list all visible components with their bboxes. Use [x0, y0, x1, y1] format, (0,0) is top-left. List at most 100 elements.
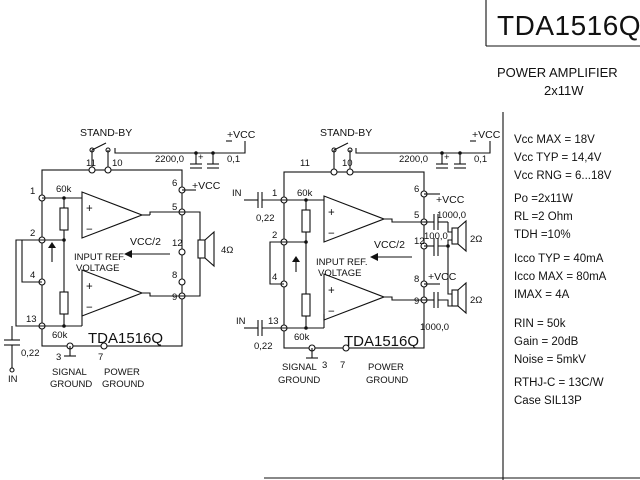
- vref-label-a: VCC/2: [130, 236, 161, 248]
- out-upper-wire-a: [149, 211, 182, 215]
- pin-11-label-a: 11: [86, 158, 96, 169]
- cap-plus-b: +: [444, 152, 450, 163]
- r2-label-b: 60k: [294, 332, 310, 343]
- pin-7-a[interactable]: [100, 342, 108, 350]
- opamp-lower-a: [81, 269, 144, 317]
- input-ref-arrowhead-b: [292, 256, 300, 262]
- spec-vcc-max: Vcc MAX = 18V: [514, 134, 595, 146]
- spec-icco-max: Icco MAX = 80mA: [514, 271, 607, 283]
- out-lower-wire-a: [142, 292, 182, 297]
- pin-2-label-a: 2: [30, 228, 35, 239]
- spec-vcc-typ: Vcc TYP = 14,4V: [514, 152, 602, 164]
- input-ref-line-2-a: VOLTAGE: [76, 263, 119, 274]
- junction-b1: [304, 198, 308, 202]
- junction-b4: [440, 151, 444, 155]
- speaker-cone-b2: [457, 281, 467, 315]
- opamp-lower-minus-b: −: [328, 306, 335, 318]
- standby-switch-b: [333, 142, 349, 151]
- junction-b2: [304, 326, 308, 330]
- opamp-upper-minus-b: −: [328, 228, 335, 240]
- cap-plus-a: +: [198, 152, 204, 163]
- out-cap2-label-b: 100,0: [424, 231, 448, 242]
- pin-8-label-a: 8: [172, 270, 177, 281]
- pin-7-b[interactable]: [342, 344, 350, 352]
- opamp-lower-plus-b: +: [328, 285, 335, 297]
- spk2-common-b: [447, 246, 452, 295]
- out-cap1-label-b: 1000,0: [437, 210, 466, 221]
- speaker-cone-b1: [457, 219, 467, 253]
- signal-ground-line-1-b: SIGNAL: [282, 362, 317, 373]
- input-ref-line-2-b: VOLTAGE: [318, 268, 361, 279]
- pin-5-label-a: 5: [172, 202, 177, 213]
- spk-wire-top-a: [182, 211, 201, 240]
- supply-rail-a: [114, 141, 246, 154]
- signal-ground-line-2-b: GROUND: [278, 375, 320, 386]
- pin-7-label-b: 7: [340, 360, 345, 371]
- pin-11-b[interactable]: [330, 168, 338, 176]
- pin2-4-link-a: [21, 239, 42, 283]
- in-terminal-a[interactable]: [9, 367, 15, 373]
- input-ref-line-1-a: INPUT REF.: [74, 252, 126, 263]
- spec-rl: RL =2 Ohm: [514, 211, 573, 223]
- spec-vcc-rng: Vcc RNG = 6...18V: [514, 170, 612, 182]
- junction-a2: [62, 324, 66, 328]
- junction-a5: [211, 151, 215, 155]
- pin-9-label-a: 9: [172, 292, 177, 303]
- pin-10-a[interactable]: [104, 166, 112, 174]
- pin-7-label-a: 7: [98, 352, 103, 363]
- junction-a4: [194, 151, 198, 155]
- spec-imax: IMAX = 4A: [514, 289, 570, 301]
- speaker2-label-b: 2Ω: [470, 295, 482, 306]
- out-cap3-label-b: 1000,0: [420, 322, 449, 333]
- pin-4-label-a: 4: [30, 270, 35, 281]
- chip-label-a: TDA1516Q: [88, 330, 163, 347]
- spk-common-wire-b: [438, 239, 452, 247]
- spec-panel: Vcc MAX = 18V Vcc TYP = 14,4V Vcc RNG = …: [514, 134, 612, 407]
- subtitle-line-1: POWER AMPLIFIER: [497, 65, 618, 80]
- spec-rthj: RTHJ-C = 13C/W: [514, 377, 604, 389]
- cap1-label-b: 2200,0: [399, 154, 428, 165]
- supply-rail-b: [355, 141, 491, 154]
- pin-12-a[interactable]: [178, 248, 186, 256]
- resistor-60k-lower-b: [301, 293, 311, 317]
- junction-b3: [304, 240, 308, 244]
- signal-ground-line-1-a: SIGNAL: [52, 367, 87, 378]
- resistor-60k-upper-a: [59, 207, 69, 231]
- spec-noise: Noise = 5mkV: [514, 354, 586, 366]
- pin-1-label-a: 1: [30, 186, 35, 197]
- title-block: TDA1516Q POWER AMPLIFIER 2x11W: [485, 0, 640, 98]
- vref-arrowhead-a: [124, 250, 132, 258]
- pin-13-label-b: 13: [268, 316, 279, 327]
- resistor-60k-upper-b: [301, 209, 311, 233]
- input-ref-line-1-b: INPUT REF.: [316, 257, 368, 268]
- opamp-upper-plus-a: +: [86, 203, 93, 215]
- opamp-lower-minus-a: −: [86, 302, 93, 314]
- spec-gain: Gain = 20dB: [514, 336, 579, 348]
- junction-b6: [446, 244, 450, 248]
- spec-po: Po =2x11W: [514, 193, 573, 205]
- circuit-b: +VCC STAND-BY 2200,0 0,1 + 11 10 1 2: [232, 127, 501, 386]
- pin-5-label-b: 5: [414, 210, 419, 221]
- power-ground-line-1-a: POWER: [104, 367, 140, 378]
- spk-wire-bottom-a: [182, 258, 201, 297]
- chip-outline-a: [41, 169, 183, 347]
- vref-arrowhead-b: [370, 253, 378, 261]
- in-cap-label-a: 0,22: [21, 348, 40, 359]
- spec-tdh: TDH =10%: [514, 229, 571, 241]
- in-label-a: IN: [8, 374, 18, 385]
- spec-case: Case SIL13P: [514, 395, 582, 407]
- pin-6-label-a: 6: [172, 178, 177, 189]
- chip-label-b: TDA1516Q: [344, 333, 419, 350]
- cap1-label-a: 2200,0: [155, 154, 184, 165]
- speaker1-label-b: 2Ω: [470, 234, 482, 245]
- vcc-mid-label-b: +VCC: [436, 194, 465, 206]
- opamp-upper-b: [323, 195, 386, 243]
- pin-8-a[interactable]: [178, 278, 186, 286]
- pin-11-a[interactable]: [88, 166, 96, 174]
- junction-b5: [458, 151, 462, 155]
- r1-label-b: 60k: [297, 188, 313, 199]
- pin-10-b[interactable]: [346, 168, 354, 176]
- power-ground-line-2-b: GROUND: [366, 375, 408, 386]
- pin-9-label-b: 9: [414, 296, 419, 307]
